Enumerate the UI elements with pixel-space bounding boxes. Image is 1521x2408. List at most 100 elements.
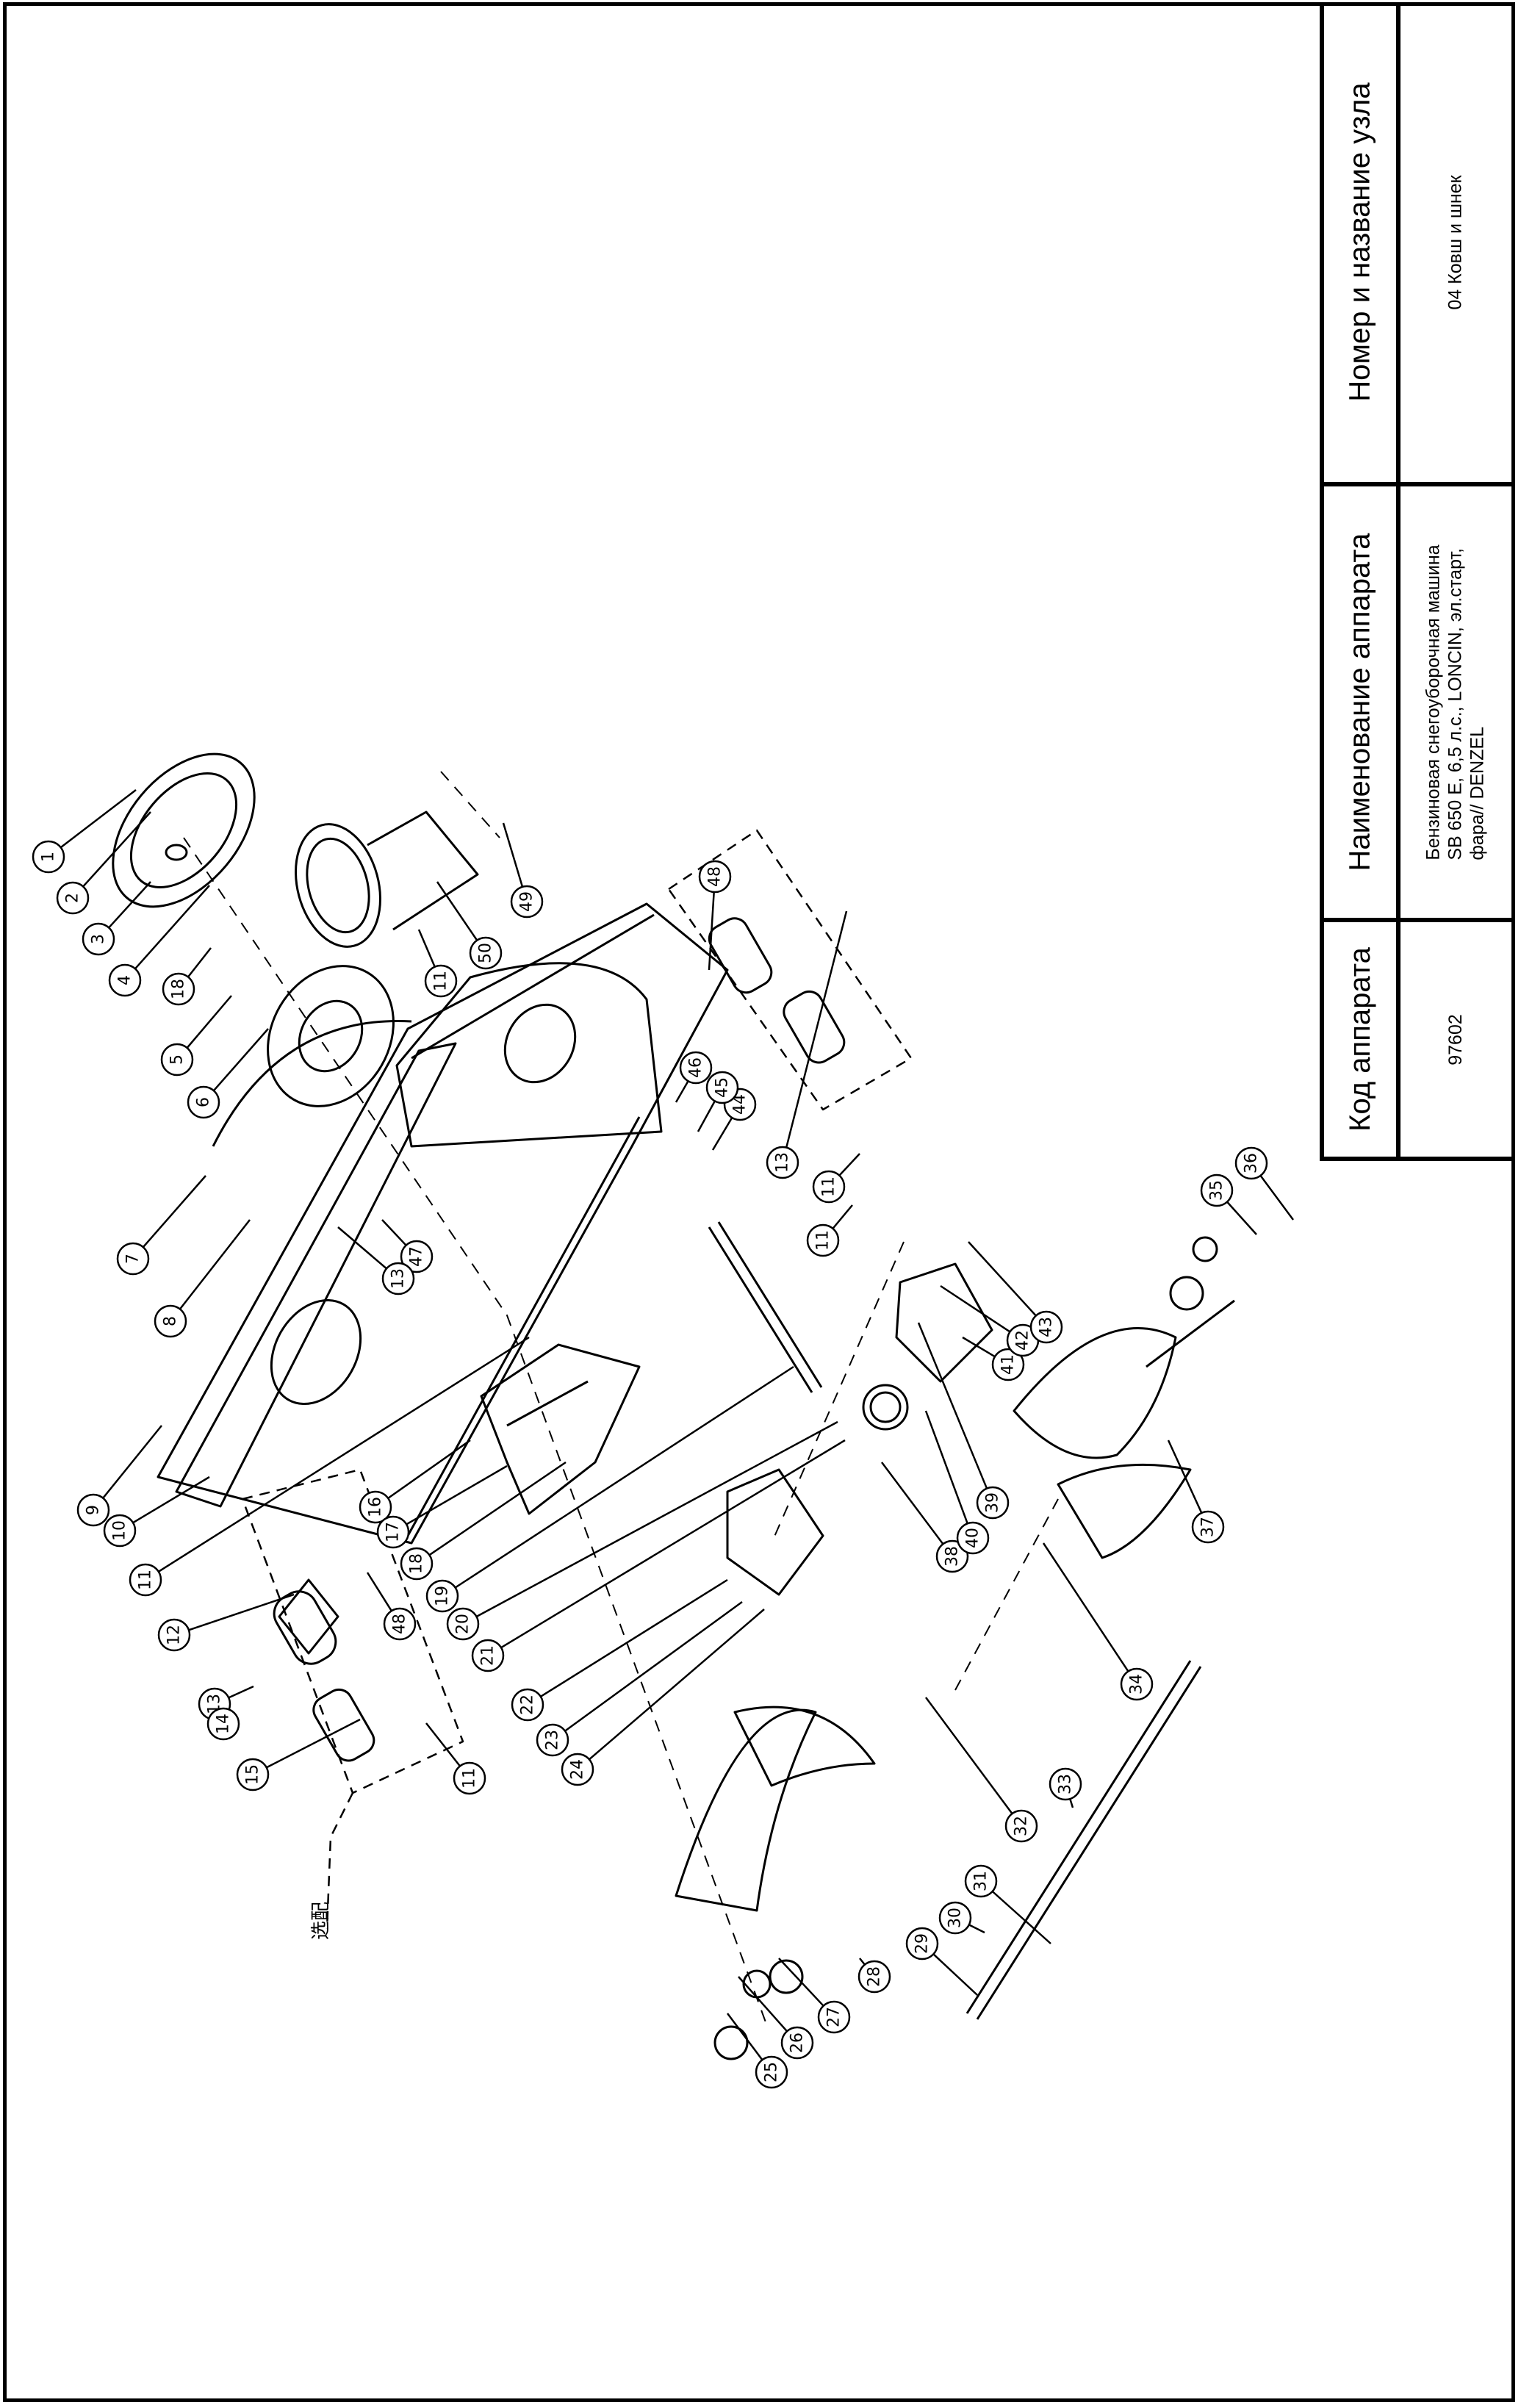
callout-number: 17 bbox=[384, 1522, 403, 1542]
callout-2: 2 bbox=[56, 811, 151, 915]
callout-circle bbox=[935, 1539, 969, 1573]
callout-number: 46 bbox=[687, 1057, 705, 1078]
callout-leader-line bbox=[387, 1439, 471, 1499]
callout-number: 30 bbox=[946, 1908, 965, 1928]
callout-number: 47 bbox=[408, 1246, 426, 1267]
callout-36: 36 bbox=[1234, 1146, 1295, 1221]
flange-bearings bbox=[713, 1236, 1218, 2060]
callout-leader-line bbox=[1167, 1440, 1203, 1514]
callout-number: 11 bbox=[814, 1230, 833, 1251]
callout-leader-line bbox=[500, 1439, 846, 1649]
callout-number: 49 bbox=[518, 891, 536, 912]
callout-leader-line bbox=[60, 789, 137, 849]
callout-number: 8 bbox=[162, 1316, 180, 1326]
callout-leader-line bbox=[932, 1953, 978, 1996]
assembly-value-cell: 04 Ковш и шнек bbox=[1400, 2, 1511, 482]
callout-circle bbox=[510, 885, 544, 919]
callout-leader-line bbox=[1069, 1798, 1074, 1808]
callout-33: 33 bbox=[1049, 1767, 1082, 1808]
callout-21: 21 bbox=[471, 1439, 846, 1672]
callout-circle bbox=[56, 881, 90, 915]
callout-number: 38 bbox=[943, 1546, 962, 1567]
callout-circle bbox=[938, 1901, 972, 1935]
callout-circle bbox=[359, 1490, 392, 1524]
device-name-line: SB 650 E, 6,5 л.с., LONCIN, эл.старт, bbox=[1445, 547, 1467, 860]
callout-leader-line bbox=[917, 1322, 988, 1489]
callout-number: 16 bbox=[367, 1497, 385, 1517]
callout-circle bbox=[905, 1927, 939, 1960]
callout-number: 11 bbox=[432, 971, 450, 991]
callout-leader-line bbox=[968, 1924, 985, 1934]
callout-circle bbox=[103, 1514, 137, 1548]
chute-adapter bbox=[294, 811, 479, 948]
callout-11: 11 bbox=[417, 929, 458, 998]
callout-circle bbox=[446, 1607, 480, 1641]
callout-leader-line bbox=[589, 1609, 765, 1761]
callout-circle bbox=[425, 1579, 459, 1613]
title-block-column-divider bbox=[1396, 2, 1400, 1159]
callout-circle bbox=[511, 1688, 544, 1722]
callout-leader-line bbox=[697, 1100, 716, 1132]
callout-number: 24 bbox=[569, 1759, 587, 1780]
callout-number: 7 bbox=[124, 1254, 143, 1264]
callout-circle bbox=[561, 1753, 594, 1786]
drawing-frame bbox=[3, 2, 1515, 2402]
callout-leader-line bbox=[502, 822, 524, 888]
callout-number: 21 bbox=[479, 1645, 497, 1666]
callout-23: 23 bbox=[536, 1600, 743, 1757]
callout-leader-line bbox=[838, 1153, 860, 1176]
callout-leader-line bbox=[108, 881, 151, 929]
callout-number: 33 bbox=[1057, 1774, 1075, 1794]
device-code-header-cell: Код аппарата bbox=[1324, 922, 1396, 1157]
callout-circle bbox=[453, 1761, 486, 1795]
callout-number: 37 bbox=[1199, 1517, 1218, 1537]
callout-circle bbox=[1004, 1809, 1038, 1843]
callout-31: 31 bbox=[964, 1864, 1051, 1944]
callout-number: 20 bbox=[454, 1614, 472, 1634]
callout-leader-line bbox=[436, 881, 478, 941]
callout-11: 11 bbox=[129, 1336, 530, 1597]
title-block-row-divider bbox=[1320, 482, 1515, 486]
callout-13: 13 bbox=[337, 1226, 415, 1295]
callout-40: 40 bbox=[924, 1410, 990, 1555]
callout-leader-line bbox=[228, 1685, 254, 1699]
callout-leader-line bbox=[82, 811, 151, 888]
callout-circle bbox=[400, 1547, 434, 1581]
callout-circle bbox=[381, 1262, 415, 1295]
callout-number: 13 bbox=[774, 1152, 792, 1173]
callout-circle bbox=[857, 1960, 891, 1994]
callout-leader-line bbox=[158, 1336, 530, 1573]
callout-11: 11 bbox=[425, 1722, 486, 1795]
callout-leader-line bbox=[924, 1410, 968, 1524]
callout-leader-line bbox=[102, 1425, 162, 1499]
callout-24: 24 bbox=[561, 1609, 765, 1786]
callout-leader-line bbox=[924, 1697, 1013, 1814]
callout-15: 15 bbox=[236, 1718, 361, 1791]
callout-circle bbox=[536, 1723, 569, 1757]
side-plate bbox=[395, 962, 663, 1148]
callout-35: 35 bbox=[1200, 1174, 1257, 1235]
callout-circle bbox=[129, 1563, 162, 1597]
callout-leader-line bbox=[785, 910, 848, 1148]
callout-leader-line bbox=[881, 1462, 944, 1545]
device-name-line: фара// DENZEL bbox=[1467, 726, 1489, 860]
callout-circle bbox=[1234, 1146, 1268, 1180]
callout-18: 18 bbox=[400, 1461, 567, 1581]
callout-number: 18 bbox=[170, 979, 188, 999]
callout-number: 35 bbox=[1208, 1180, 1226, 1201]
callout-leader-line bbox=[187, 947, 212, 978]
callout-leader-line bbox=[475, 1420, 838, 1618]
callout-number: 48 bbox=[391, 1614, 409, 1634]
callout-circle bbox=[187, 1085, 220, 1119]
callout-leader-line bbox=[711, 1117, 733, 1151]
callout-number: 32 bbox=[1013, 1816, 1031, 1836]
callout-14: 14 bbox=[206, 1707, 240, 1741]
callout-leader-line bbox=[962, 1336, 996, 1358]
callout-leader-line bbox=[454, 1365, 794, 1589]
callout-leader-line bbox=[1042, 1542, 1129, 1672]
callout-leader-line bbox=[406, 1464, 508, 1525]
callout-number: 26 bbox=[788, 2033, 807, 2053]
callout-leader-line bbox=[1259, 1175, 1295, 1221]
callout-37: 37 bbox=[1167, 1440, 1225, 1544]
callout-12: 12 bbox=[157, 1593, 295, 1652]
